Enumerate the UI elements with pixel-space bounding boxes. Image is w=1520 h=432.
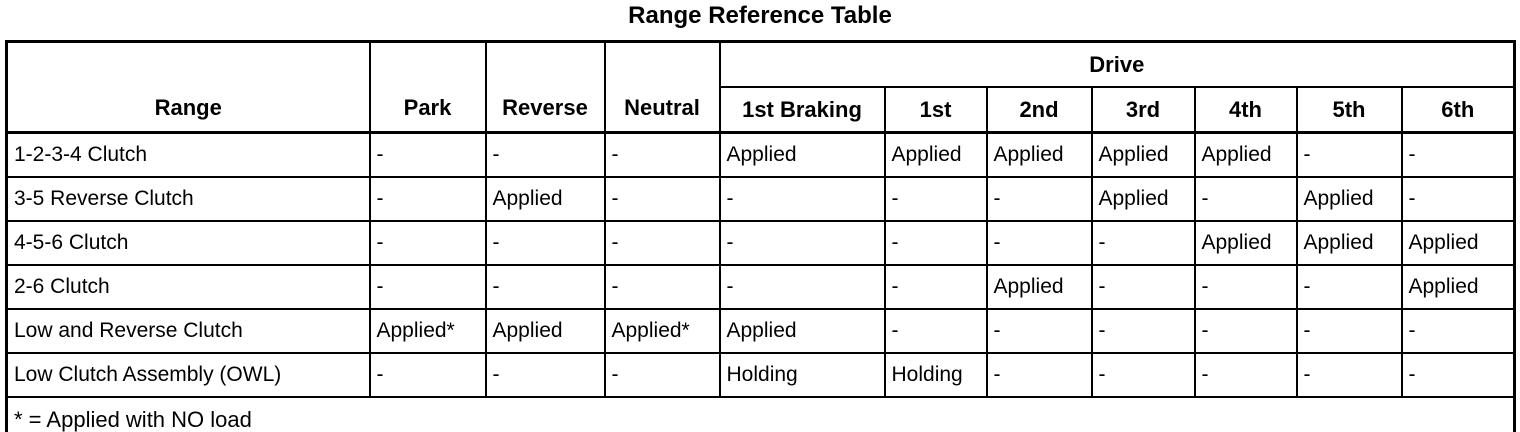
state-cell: Applied	[484, 308, 606, 354]
state-cell: -	[1090, 308, 1196, 354]
state-cell: -	[1295, 131, 1403, 178]
state-cell: -	[985, 352, 1093, 398]
state-cell: Applied	[484, 176, 606, 222]
column-header-1st: 1st	[883, 86, 988, 134]
range-reference-table: Range Park Reverse Neutral Drive 1st Bra…	[5, 40, 1517, 432]
state-cell: -	[368, 264, 487, 310]
state-cell: Applied	[1400, 264, 1516, 310]
range-label-cell: Low and Reverse Clutch	[5, 308, 371, 354]
state-cell: -	[1193, 264, 1298, 310]
state-cell: Holding	[883, 352, 988, 398]
state-cell: -	[484, 220, 606, 266]
state-cell: Applied	[1400, 220, 1516, 266]
state-cell: -	[1295, 308, 1403, 354]
column-header-park: Park	[368, 40, 487, 134]
range-label-cell: 3-5 Reverse Clutch	[5, 176, 371, 222]
state-cell: Applied	[985, 131, 1093, 178]
state-cell: -	[985, 220, 1093, 266]
state-cell: -	[484, 352, 606, 398]
state-cell: -	[603, 352, 721, 398]
state-cell: Applied	[1090, 176, 1196, 222]
range-label-cell: 2-6 Clutch	[5, 264, 371, 310]
table-row: 3-5 Reverse Clutch-Applied----Applied-Ap…	[5, 176, 1516, 222]
column-header-2nd: 2nd	[985, 86, 1093, 134]
footnote-text: * = Applied with NO load	[5, 396, 1516, 432]
state-cell: -	[1193, 176, 1298, 222]
state-cell: -	[718, 176, 886, 222]
state-cell: -	[883, 264, 988, 310]
state-cell: -	[603, 131, 721, 178]
state-cell: -	[368, 131, 487, 178]
state-cell: Applied	[718, 131, 886, 178]
state-cell: -	[883, 176, 988, 222]
state-cell: -	[1090, 352, 1196, 398]
state-cell: -	[883, 220, 988, 266]
state-cell: -	[883, 308, 988, 354]
header-row-drive-gears: 1st Braking 1st 2nd 3rd 4th 5th 6th	[7, 86, 1516, 134]
state-cell: -	[1090, 264, 1196, 310]
state-cell: -	[1193, 352, 1298, 398]
range-label-cell: 1-2-3-4 Clutch	[5, 131, 371, 178]
column-header-4th: 4th	[1193, 86, 1298, 134]
state-cell: Applied	[985, 264, 1093, 310]
range-label-cell: 4-5-6 Clutch	[5, 220, 371, 266]
state-cell: Applied	[1295, 176, 1403, 222]
column-header-range: Range	[5, 40, 371, 134]
column-header-6th: 6th	[1400, 86, 1516, 134]
state-cell: -	[718, 264, 886, 310]
state-cell: -	[603, 264, 721, 310]
state-cell: -	[985, 308, 1093, 354]
state-cell: Holding	[718, 352, 886, 398]
state-cell: -	[1090, 220, 1196, 266]
state-cell: -	[603, 176, 721, 222]
state-cell: -	[484, 131, 606, 178]
state-cell: Applied	[1193, 220, 1298, 266]
state-cell: -	[1400, 352, 1516, 398]
state-cell: -	[368, 220, 487, 266]
state-cell: -	[1400, 308, 1516, 354]
column-header-3rd: 3rd	[1090, 86, 1196, 134]
range-label-cell: Low Clutch Assembly (OWL)	[5, 352, 371, 398]
state-cell: -	[1193, 308, 1298, 354]
state-cell: Applied*	[603, 308, 721, 354]
state-cell: -	[1400, 131, 1516, 178]
column-header-5th: 5th	[1295, 86, 1403, 134]
state-cell: -	[1400, 176, 1516, 222]
state-cell: Applied*	[368, 308, 487, 354]
state-cell: -	[1295, 264, 1403, 310]
page-title: Range Reference Table	[628, 2, 892, 29]
column-header-neutral: Neutral	[603, 40, 721, 134]
footnote-row: * = Applied with NO load	[5, 396, 1516, 432]
state-cell: -	[603, 220, 721, 266]
state-cell: Applied	[1090, 131, 1196, 178]
state-cell: Applied	[718, 308, 886, 354]
table-row: 2-6 Clutch-----Applied---Applied	[5, 264, 1516, 310]
state-cell: -	[484, 264, 606, 310]
state-cell: -	[985, 176, 1093, 222]
state-cell: Applied	[1193, 131, 1298, 178]
column-group-header-drive: Drive	[718, 40, 1516, 88]
state-cell: -	[368, 352, 487, 398]
state-cell: -	[368, 176, 487, 222]
state-cell: -	[1295, 352, 1403, 398]
state-cell: Applied	[1295, 220, 1403, 266]
state-cell: -	[718, 220, 886, 266]
state-cell: Applied	[883, 131, 988, 178]
column-header-1st-braking: 1st Braking	[718, 86, 886, 134]
column-header-reverse: Reverse	[484, 40, 606, 134]
header-row-groups: Range Park Reverse Neutral Drive	[5, 40, 1516, 134]
